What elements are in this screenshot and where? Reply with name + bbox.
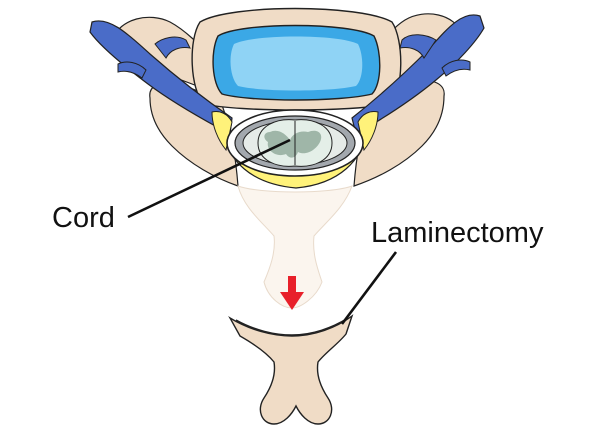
cord-leader-line: [127, 138, 291, 219]
right-nerve-fork: [441, 59, 471, 77]
right-nerve-branch: [399, 34, 437, 59]
laminectomy-label: Laminectomy: [371, 217, 544, 249]
left-nerve-branch: [154, 36, 191, 59]
arrow-down-icon: [280, 276, 304, 310]
cut-edge: [235, 317, 349, 336]
removed-lamina: [228, 314, 354, 425]
cord-label: Cord: [52, 202, 115, 234]
cord-gray-matter: [264, 130, 322, 158]
nucleus: [230, 36, 363, 91]
laminectomy-leader-line: [340, 251, 398, 325]
left-nerve-fork: [117, 61, 147, 79]
remaining-lamina: [237, 185, 353, 309]
